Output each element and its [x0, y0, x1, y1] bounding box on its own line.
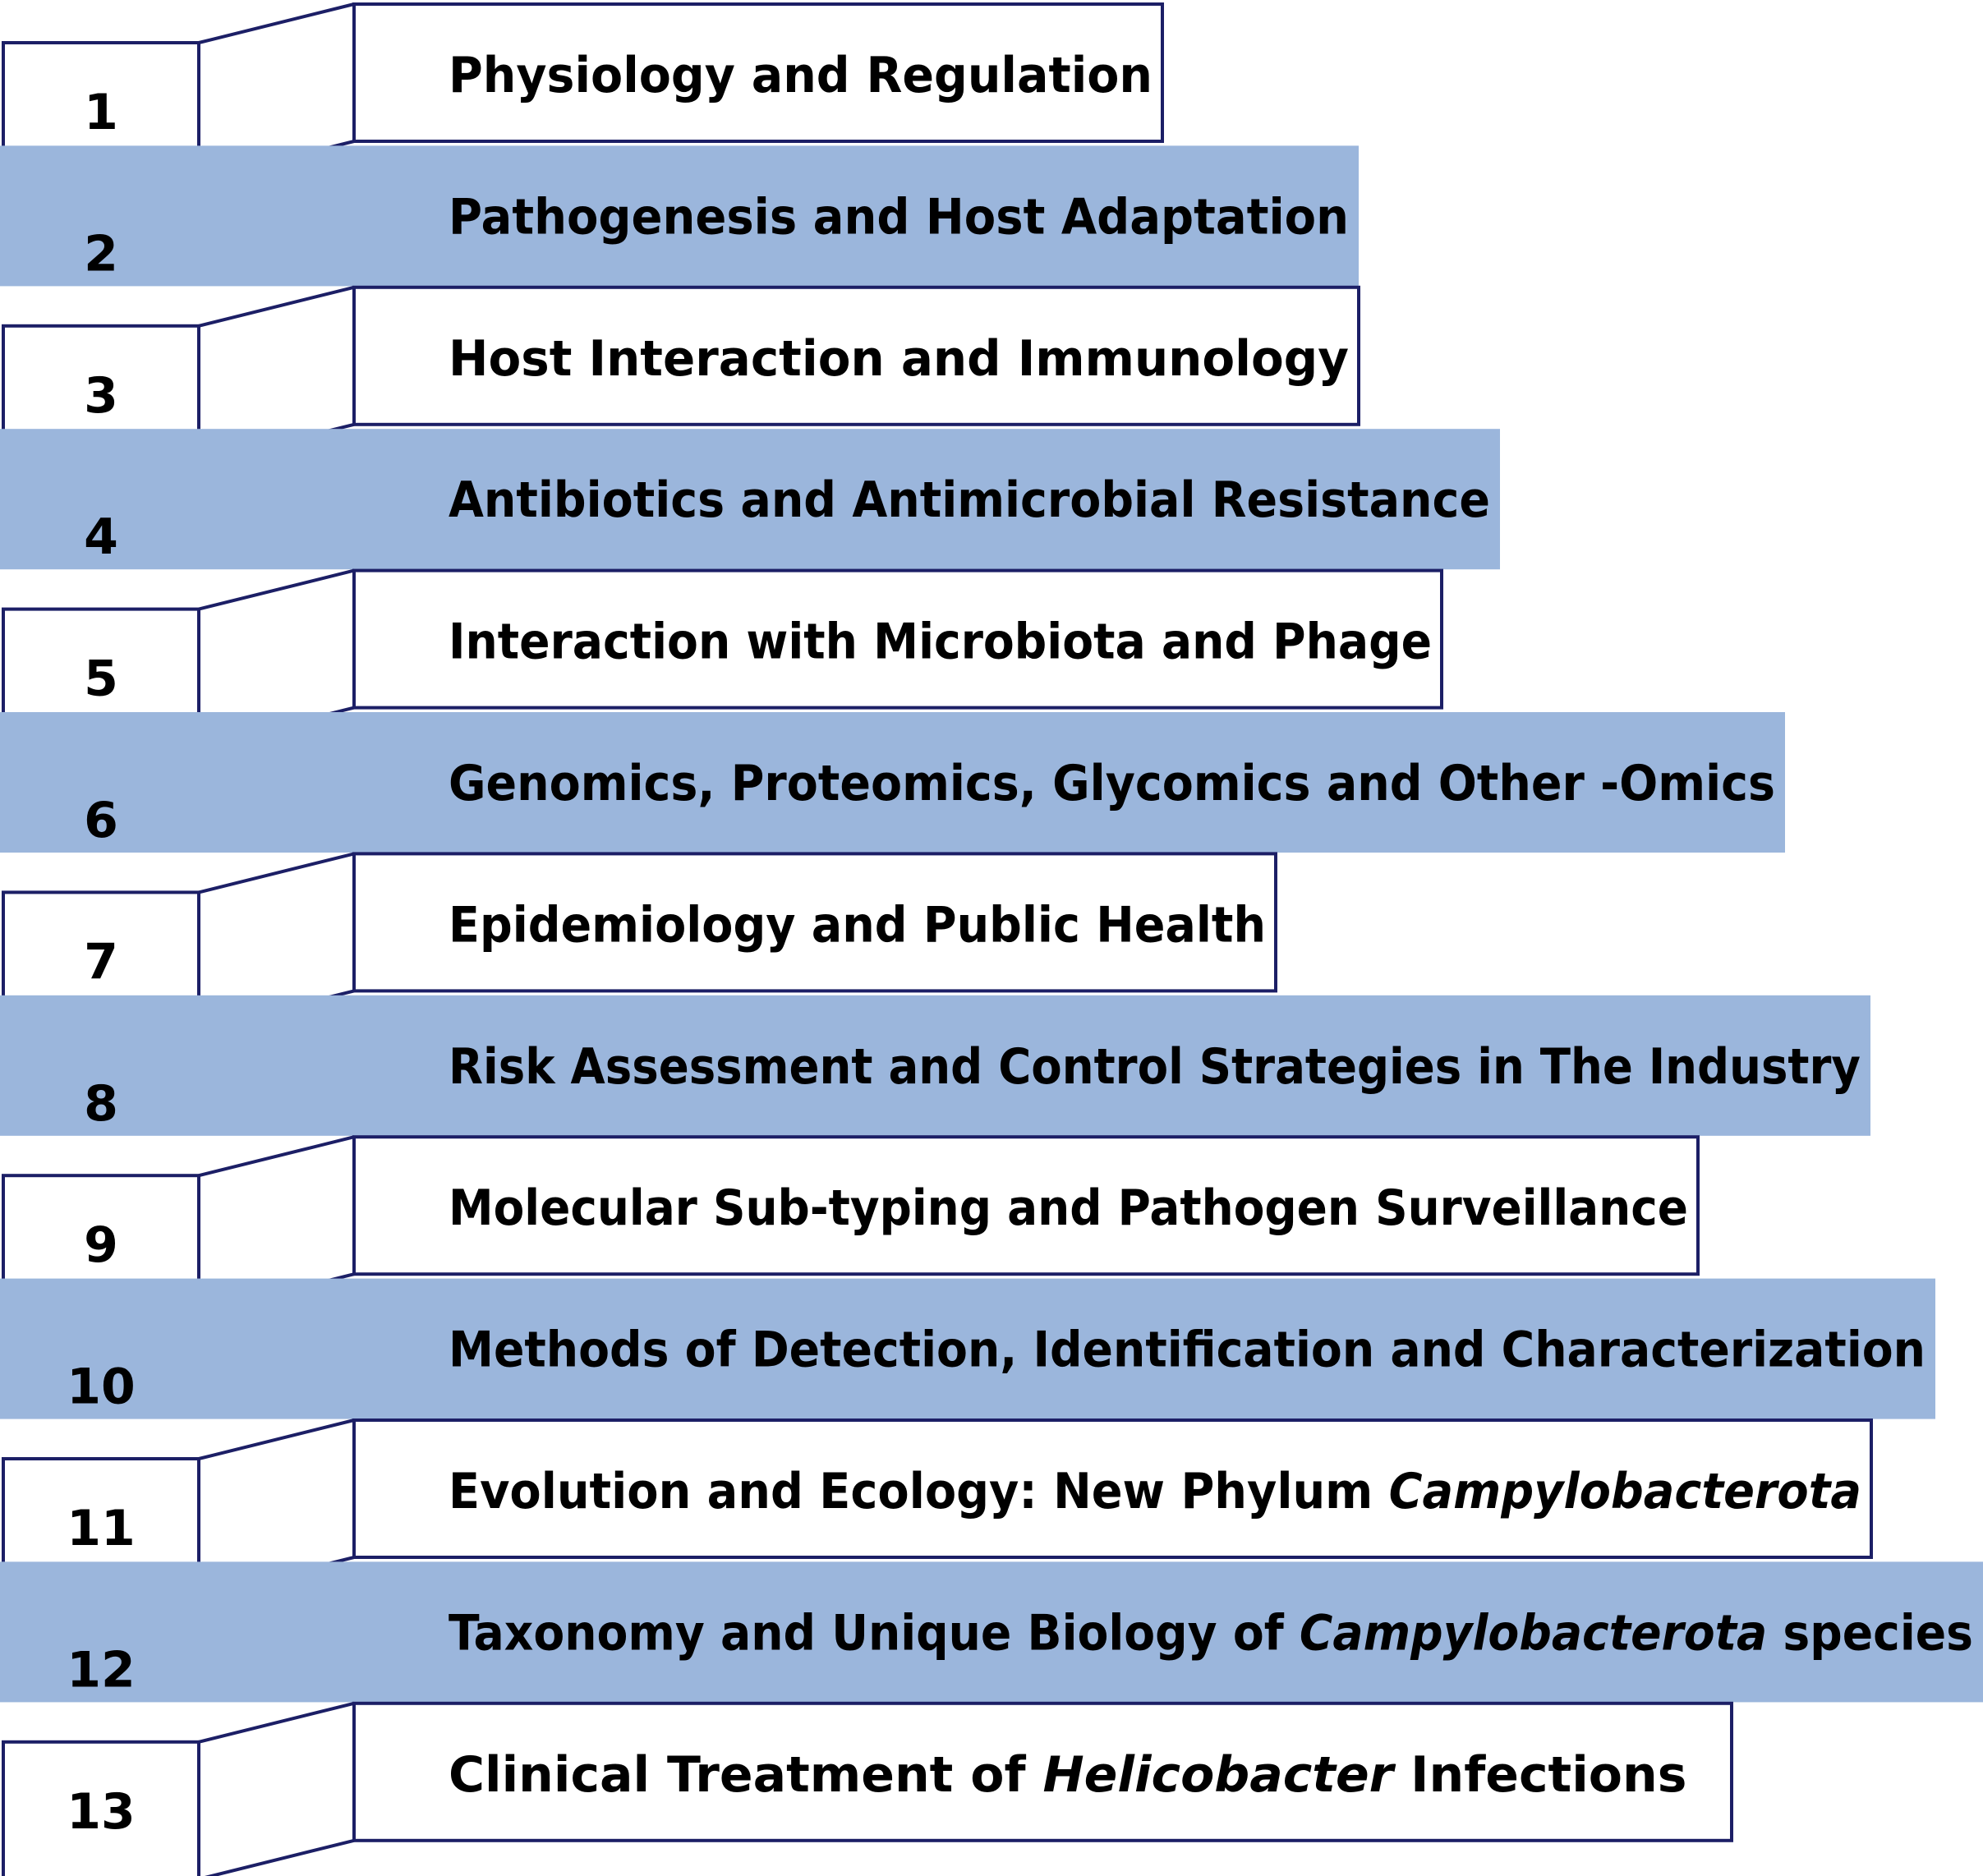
topic-row-3: 3 Host Interaction and Immunology [2, 285, 1360, 465]
topic-title: Interaction with Microbiota and Phage [449, 614, 1432, 671]
topic-title-part: Epidemiology and Public Health [449, 896, 1266, 954]
title-box [352, 285, 1360, 426]
topic-number: 5 [84, 651, 118, 708]
topic-number: 11 [67, 1500, 136, 1557]
topic-row-2: 2 Pathogenesis and Host Adaptation [0, 145, 1359, 287]
topic-row-8: 8 Risk Assessment and Control Strategies … [0, 995, 1870, 1136]
topic-title-part: Infections [1393, 1746, 1686, 1804]
topic-title: Epidemiology and Public Health [449, 896, 1266, 954]
title-box [352, 1418, 1873, 1559]
topic-title-part: Methods of Detection, Identification and… [449, 1322, 1925, 1379]
topic-row-5: 5 Interaction with Microbiota and Phage [2, 568, 1443, 748]
topic-number: 8 [84, 1075, 118, 1133]
title-box [352, 1135, 1700, 1276]
topic-row-10: 10 Methods of Detection, Identification a… [0, 1278, 1935, 1419]
topic-band [0, 995, 1870, 1136]
topic-title-part: Taxonomy and Unique Biology of [449, 1604, 1300, 1662]
topic-number: 12 [67, 1641, 136, 1699]
title-box [352, 2, 1164, 143]
topic-title-part: species [1767, 1604, 1973, 1662]
topic-title-part: Antibiotics and Antimicrobial Resistance [449, 471, 1490, 529]
topic-title-part: Risk Assessment and Control Strategies i… [449, 1038, 1861, 1096]
topic-number: 13 [67, 1783, 136, 1841]
topic-row-9: 9 Molecular Sub-typing and Pathogen Surve… [2, 1135, 1700, 1315]
topic-number: 9 [84, 1216, 118, 1274]
topic-title: Clinical Treatment of Helicobacter Infec… [449, 1746, 1686, 1804]
topic-band [0, 1278, 1935, 1419]
topic-row-13: 13 Clinical Treatment of Helicobacter Inf… [2, 1701, 1733, 1876]
topic-row-12: 12 Taxonomy and Unique Biology of Campylo… [0, 1561, 1983, 1703]
topic-title-part: Molecular Sub-typing and Pathogen Survei… [449, 1179, 1688, 1237]
topic-title-italic: Campylobacterota [1300, 1604, 1767, 1662]
topic-row-1: 1 Physiology and Regulation [2, 2, 1164, 182]
topic-title-part: Genomics, Proteomics, Glycomics and Othe… [449, 755, 1775, 812]
topic-title: Genomics, Proteomics, Glycomics and Othe… [449, 755, 1775, 812]
topic-title: Evolution and Ecology: New Phylum Campyl… [449, 1463, 1861, 1520]
topic-title: Taxonomy and Unique Biology of Campyloba… [449, 1604, 1973, 1662]
topic-title: Pathogenesis and Host Adaptation [449, 188, 1349, 246]
topic-title: Physiology and Regulation [449, 47, 1153, 104]
topic-row-11: 11 Evolution and Ecology: New Phylum Camp… [2, 1418, 1873, 1598]
topic-number: 4 [84, 508, 118, 566]
topic-title: Molecular Sub-typing and Pathogen Survei… [449, 1179, 1688, 1237]
topic-row-6: 6 Genomics, Proteomics, Glycomics and Oth… [0, 712, 1785, 853]
topic-title: Host Interaction and Immunology [449, 330, 1349, 388]
topic-number: 10 [67, 1359, 136, 1416]
topic-row-4: 4 Antibiotics and Antimicrobial Resistanc… [0, 429, 1500, 570]
topic-title-part: Clinical Treatment of [449, 1746, 1042, 1804]
topic-number: 7 [84, 933, 118, 991]
title-box [352, 852, 1277, 993]
topic-title-part: Physiology and Regulation [449, 47, 1153, 104]
topic-title-italic: Campylobacterota [1389, 1463, 1861, 1520]
topic-number: 6 [84, 792, 118, 849]
topic-band [0, 145, 1359, 287]
topic-band [0, 429, 1500, 570]
topic-number: 1 [84, 84, 118, 141]
topic-band [0, 1561, 1983, 1703]
topic-number: 3 [84, 367, 118, 425]
connector-flap [198, 1701, 355, 1876]
topic-title: Risk Assessment and Control Strategies i… [449, 1038, 1861, 1096]
topic-title-part: Evolution and Ecology: New Phylum [449, 1463, 1389, 1520]
topic-title-part: Pathogenesis and Host Adaptation [449, 188, 1349, 246]
title-box [352, 1701, 1733, 1842]
topic-band [0, 712, 1785, 853]
topic-title-part: Host Interaction and Immunology [449, 330, 1349, 388]
title-box [352, 568, 1443, 710]
topic-title: Antibiotics and Antimicrobial Resistance [449, 471, 1490, 529]
topic-title: Methods of Detection, Identification and… [449, 1322, 1925, 1379]
number-box [2, 1740, 200, 1876]
topic-title-italic: Helicobacter [1042, 1746, 1396, 1804]
topic-number: 2 [84, 225, 118, 283]
topic-title-part: Interaction with Microbiota and Phage [449, 614, 1432, 671]
